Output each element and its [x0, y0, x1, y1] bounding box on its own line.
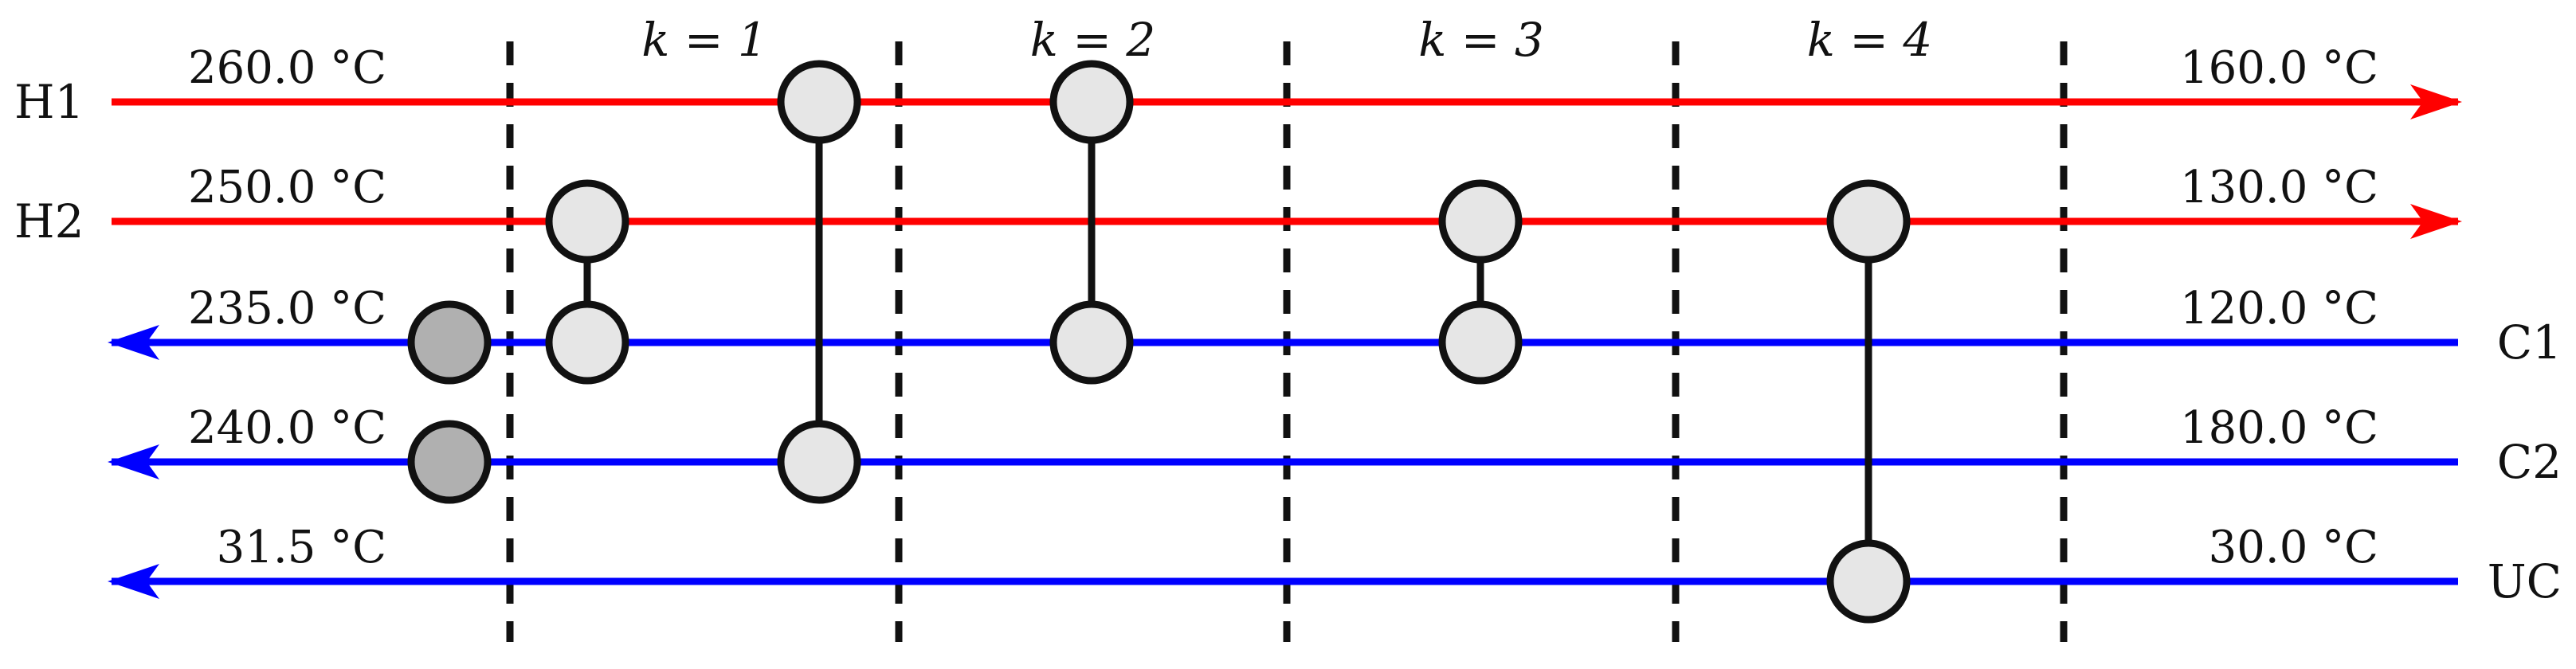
stream-name: H1: [14, 75, 84, 129]
heater-unit: [407, 300, 492, 385]
stage-labels: k = 1 k = 2 k = 3 k = 4: [641, 13, 1932, 67]
arrow-right-icon: [2410, 204, 2462, 239]
exchanger-hot-side: [1438, 179, 1523, 264]
outlet-temperature: 235.0 °C: [188, 283, 386, 334]
exchanger-units: [407, 60, 1911, 624]
stage-label: k = 4: [1807, 13, 1933, 67]
inlet-temperature: 250.0 °C: [188, 162, 386, 213]
outlet-temperature: 31.5 °C: [217, 522, 386, 573]
inlet-temperature: 260.0 °C: [188, 42, 386, 94]
stage-label: k = 3: [1418, 13, 1544, 67]
arrow-left-icon: [108, 564, 159, 599]
exchanger-hot-side: [1049, 60, 1134, 144]
stage-label: k = 2: [1030, 13, 1156, 67]
inlet-temperature: 180.0 °C: [2180, 402, 2378, 454]
stream-name: UC: [2488, 554, 2562, 608]
stream-name: C2: [2497, 435, 2562, 489]
outlet-temperature: 160.0 °C: [2180, 42, 2378, 94]
outlet-temperature: 240.0 °C: [188, 402, 386, 454]
arrow-left-icon: [108, 325, 159, 360]
exchanger-cold-side: [1049, 300, 1134, 385]
exchanger-hot-side: [545, 179, 629, 264]
exchanger-cold-side: [1438, 300, 1523, 385]
stream-name: C1: [2497, 315, 2562, 370]
stage-label: k = 1: [641, 13, 767, 67]
arrow-left-icon: [108, 444, 159, 479]
exchanger-cold-side: [545, 300, 629, 385]
inlet-temperature: 120.0 °C: [2180, 283, 2378, 334]
exchanger-cold-side: [1826, 539, 1911, 624]
stream-labels: H1 260.0 °C 160.0 °C H2 250.0 °C 130.0 °C C1 23…: [14, 42, 2562, 608]
stream-name: H2: [14, 194, 84, 248]
exchanger-hot-side: [1826, 179, 1911, 264]
outlet-temperature: 130.0 °C: [2180, 162, 2378, 213]
stream-lines: [108, 84, 2462, 599]
arrow-right-icon: [2410, 84, 2462, 119]
exchanger-cold-side: [777, 420, 861, 504]
exchanger-hot-side: [777, 60, 861, 144]
inlet-temperature: 30.0 °C: [2209, 522, 2378, 573]
heater-unit: [407, 420, 492, 504]
